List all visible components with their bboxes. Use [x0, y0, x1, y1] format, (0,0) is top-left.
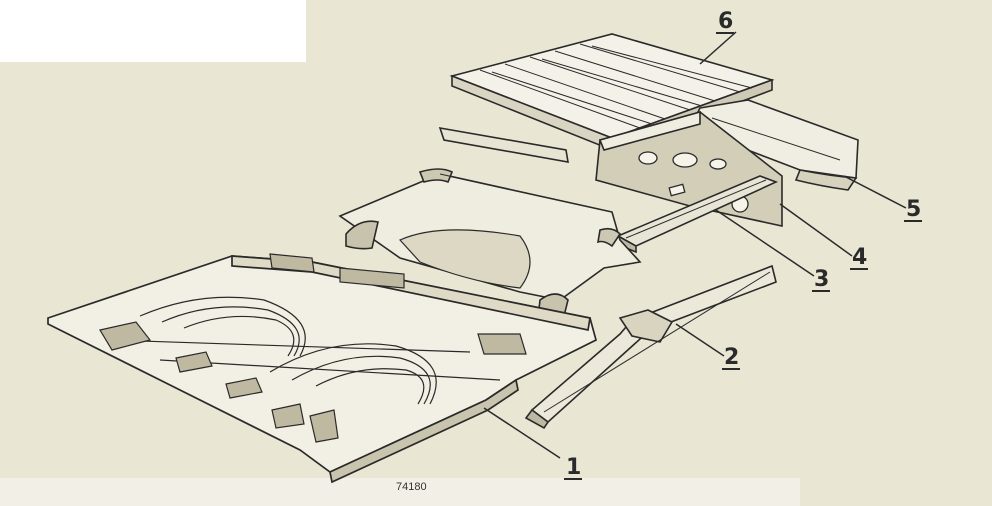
callout-leaders — [483, 31, 907, 459]
callout-label-2: 2 — [724, 345, 739, 370]
part-1-main-floor-pan — [47, 253, 598, 484]
callout-label-3: 3 — [814, 267, 829, 292]
figure-reference-number: 74180 — [396, 481, 427, 493]
callout-label-6: 6 — [718, 9, 733, 34]
bottom-paper-band — [0, 478, 800, 506]
rear-seat-pan — [338, 126, 642, 326]
white-corner-patch — [0, 0, 306, 62]
callout-label-5: 5 — [906, 197, 921, 222]
part-2-side-rail — [524, 264, 777, 430]
callout-labels: 1 2 3 4 5 6 — [564, 9, 922, 480]
callout-label-1: 1 — [566, 455, 581, 480]
callout-label-4: 4 — [852, 245, 867, 270]
